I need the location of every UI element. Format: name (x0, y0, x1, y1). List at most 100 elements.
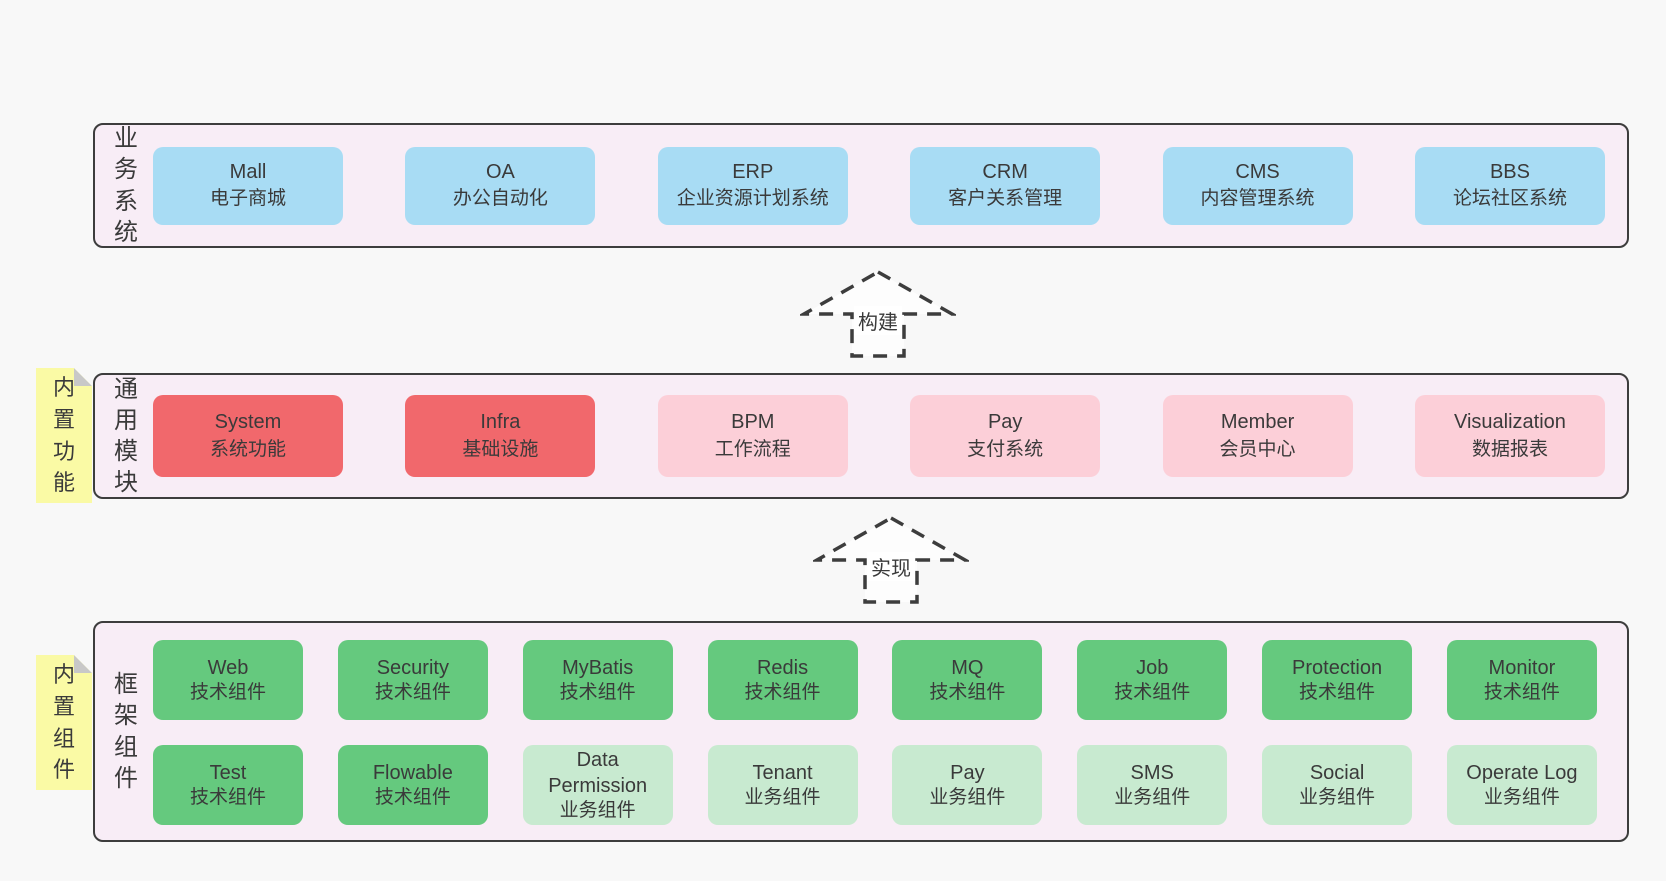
box-visualization: Visualization 数据报表 (1414, 395, 1605, 477)
builtin-components-label: 内置组件 (52, 661, 75, 783)
panel-side-label: 框架组件 (95, 623, 157, 840)
box-subtitle: 数据报表 (1471, 438, 1548, 460)
business-components-row: Test 技术组件 Flowable 技术组件 Data Permission … (153, 745, 1597, 825)
box-title: SMS (1130, 761, 1174, 784)
box-subtitle: 业务组件 (744, 786, 821, 808)
business-systems-row: Mall 电子商城 OA 办公自动化 ERP 企业资源计划系统 CRM 客户关系… (153, 125, 1605, 246)
business-systems-panel: 业务系统 Mall 电子商城 OA 办公自动化 ERP 企业资源计划系统 CRM… (93, 123, 1629, 248)
builtin-features-sticky: 内置功能 (36, 368, 92, 503)
folded-corner-icon (74, 655, 92, 673)
implement-arrow: 实现 (813, 514, 969, 606)
common-modules-row: System 系统功能 Infra 基础设施 BPM 工作流程 Pay 支付系统… (153, 375, 1605, 497)
box-subtitle: 工作流程 (714, 438, 791, 460)
folded-corner-icon (74, 368, 92, 386)
box-pay: Pay 支付系统 (910, 395, 1101, 477)
box-title: Social (1309, 761, 1365, 784)
builtin-components-sticky: 内置组件 (36, 655, 92, 790)
box-title: Operate Log (1466, 761, 1578, 784)
box-title: ERP (732, 160, 774, 183)
box-title: Monitor (1488, 656, 1556, 679)
box-title: CMS (1235, 160, 1280, 183)
implement-arrow-label: 实现 (867, 552, 915, 581)
box-title: Test (209, 761, 247, 784)
box-subtitle: 技术组件 (189, 681, 266, 703)
box-flowable: Flowable 技术组件 (337, 745, 488, 825)
box-infra: Infra 基础设施 (405, 395, 596, 477)
box-title: System (214, 411, 282, 434)
box-social: Social 业务组件 (1262, 745, 1413, 825)
box-title: Data Permission (548, 748, 648, 797)
box-test: Test 技术组件 (153, 745, 303, 825)
box-protection: Protection 技术组件 (1262, 640, 1413, 720)
box-security: Security 技术组件 (337, 640, 488, 720)
box-title: Redis (756, 656, 809, 679)
framework-components-panel: 框架组件 Web 技术组件 Security 技术组件 MyBatis 技术组件… (93, 621, 1629, 842)
box-subtitle: 技术组件 (374, 681, 451, 703)
box-title: BPM (731, 411, 775, 434)
box-crm: CRM 客户关系管理 (910, 146, 1101, 225)
framework-components-label: 框架组件 (114, 671, 138, 792)
box-monitor: Monitor 技术组件 (1446, 640, 1597, 720)
box-title: Job (1136, 656, 1169, 679)
box-system: System 系统功能 (153, 395, 343, 477)
common-modules-label: 通用模块 (114, 375, 138, 497)
box-title: MyBatis (562, 656, 634, 679)
box-title: Protection (1292, 656, 1383, 679)
business-systems-label: 业务系统 (114, 125, 138, 246)
box-subtitle: 业务组件 (929, 786, 1006, 808)
box-data-permission: Data Permission 业务组件 (522, 745, 673, 825)
box-title: OA (485, 160, 515, 183)
box-bbs: BBS 论坛社区系统 (1414, 146, 1605, 225)
box-subtitle: 技术组件 (929, 681, 1006, 703)
box-subtitle: 技术组件 (1299, 681, 1376, 703)
box-title: Security (376, 656, 449, 679)
box-bpm: BPM 工作流程 (657, 395, 848, 477)
box-subtitle: 系统功能 (209, 438, 286, 460)
box-subtitle: 技术组件 (189, 786, 266, 808)
box-subtitle: 办公自动化 (452, 188, 548, 210)
box-redis: Redis 技术组件 (707, 640, 858, 720)
box-mall: Mall 电子商城 (153, 146, 343, 225)
box-oa: OA 办公自动化 (405, 146, 596, 225)
box-title: Infra (480, 411, 521, 434)
box-member: Member 会员中心 (1162, 395, 1353, 477)
technical-components-row: Web 技术组件 Security 技术组件 MyBatis 技术组件 Redi… (153, 640, 1597, 720)
box-subtitle: 客户关系管理 (948, 188, 1063, 210)
box-title: Visualization (1453, 411, 1566, 434)
build-arrow-label: 构建 (854, 306, 902, 335)
common-modules-panel: 通用模块 System 系统功能 Infra 基础设施 BPM 工作流程 Pay… (93, 373, 1629, 499)
box-subtitle: 技术组件 (1114, 681, 1191, 703)
box-title: Pay (987, 411, 1023, 434)
box-title: MQ (951, 656, 984, 679)
box-title: BBS (1489, 160, 1530, 183)
box-title: Flowable (372, 761, 453, 784)
box-title: Pay (950, 761, 985, 784)
box-mq: MQ 技术组件 (892, 640, 1043, 720)
box-subtitle: 业务组件 (1299, 786, 1376, 808)
builtin-features-label: 内置功能 (52, 374, 75, 496)
box-subtitle: 论坛社区系统 (1452, 188, 1567, 210)
box-subtitle: 企业资源计划系统 (676, 188, 829, 210)
box-tenant: Tenant 业务组件 (707, 745, 858, 825)
box-sms: SMS 业务组件 (1077, 745, 1228, 825)
box-subtitle: 技术组件 (559, 681, 636, 703)
box-cms: CMS 内容管理系统 (1162, 146, 1353, 225)
box-erp: ERP 企业资源计划系统 (657, 146, 848, 225)
box-title: Web (207, 656, 249, 679)
box-web: Web 技术组件 (153, 640, 303, 720)
box-title: Tenant (752, 761, 813, 784)
box-job: Job 技术组件 (1077, 640, 1228, 720)
box-subtitle: 基础设施 (462, 438, 539, 460)
box-subtitle: 内容管理系统 (1200, 188, 1315, 210)
box-subtitle: 会员中心 (1219, 438, 1296, 460)
box-subtitle: 支付系统 (967, 438, 1044, 460)
box-subtitle: 技术组件 (374, 786, 451, 808)
box-subtitle: 业务组件 (1483, 786, 1560, 808)
box-title: Member (1220, 411, 1295, 434)
box-subtitle: 技术组件 (1483, 681, 1560, 703)
box-pay: Pay 业务组件 (892, 745, 1043, 825)
panel-side-label: 通用模块 (95, 375, 157, 497)
box-subtitle: 技术组件 (744, 681, 821, 703)
build-arrow: 构建 (800, 268, 956, 360)
